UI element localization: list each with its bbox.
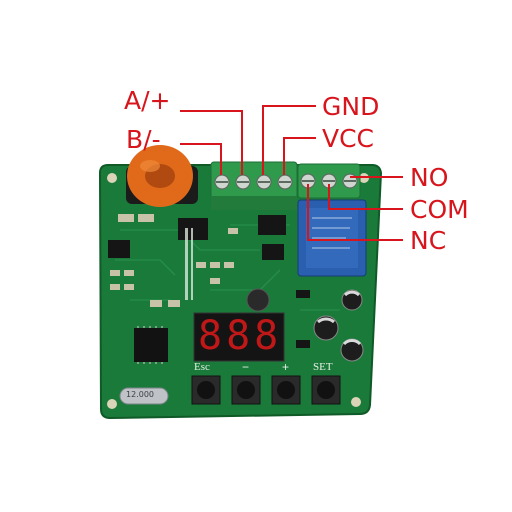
label-vcc: VCC xyxy=(322,124,375,153)
seven-segment-display xyxy=(193,312,285,362)
display-digits: 888 xyxy=(198,313,283,359)
button-label-minus: − xyxy=(242,360,250,374)
relay xyxy=(297,199,367,277)
callout-lines xyxy=(180,105,403,241)
inductor xyxy=(246,288,270,312)
smd-components xyxy=(108,214,310,348)
mount-hole xyxy=(107,173,117,183)
microcontroller xyxy=(134,326,168,364)
button-label-plus: + xyxy=(282,360,290,374)
mount-hole xyxy=(107,399,117,409)
label-nc: NC xyxy=(410,226,447,255)
label-b-minus: B/- xyxy=(126,125,161,154)
label-a-plus: A/+ xyxy=(124,86,171,115)
silkscreen-marks xyxy=(185,228,193,300)
crystal xyxy=(119,387,169,405)
label-no: NO xyxy=(410,163,449,192)
button-label-set: SET xyxy=(313,361,333,373)
label-gnd: GND xyxy=(322,92,380,121)
mount-hole xyxy=(351,397,361,407)
capacitors xyxy=(313,289,364,362)
crystal-label: 12.000 xyxy=(126,390,154,399)
tactile-buttons xyxy=(191,375,341,405)
current-transformer xyxy=(126,145,198,207)
label-com: COM xyxy=(410,195,469,224)
button-label-esc: Esc xyxy=(194,361,210,373)
input-terminal-block xyxy=(210,161,298,210)
